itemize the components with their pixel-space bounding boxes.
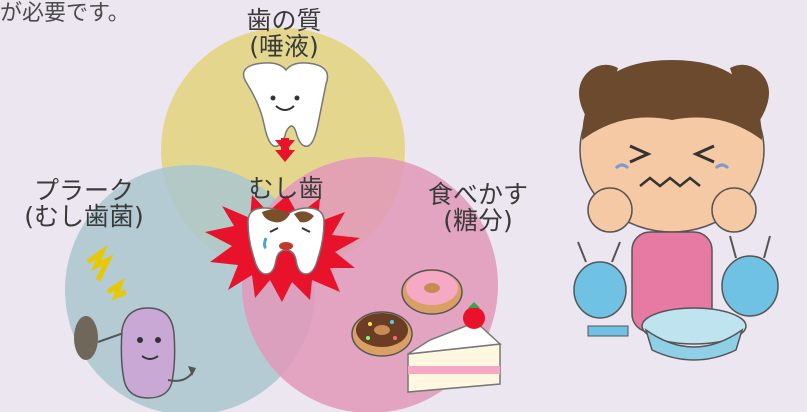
plaque-subtitle: (むし歯菌) bbox=[24, 202, 144, 232]
decayed-tooth-icon bbox=[247, 207, 325, 275]
germ-character-icon bbox=[74, 244, 196, 399]
healthy-tooth-icon bbox=[242, 62, 329, 147]
cavity-label: むし歯 bbox=[248, 174, 324, 203]
teeth-quality-title: 歯の質 bbox=[246, 6, 322, 35]
plaque-label: プラーク (むし歯菌) bbox=[0, 176, 168, 232]
food-debris-label: 食べかす (糖分) bbox=[410, 180, 546, 236]
girl-character-icon bbox=[573, 60, 779, 361]
food-debris-title: 食べかす bbox=[427, 180, 528, 209]
food-debris-subtitle: (糖分) bbox=[443, 206, 513, 236]
chocolate-donut-icon bbox=[351, 311, 413, 357]
cake-icon bbox=[407, 302, 502, 393]
teeth-quality-subtitle: (唾液) bbox=[249, 32, 319, 62]
arrow-icon bbox=[275, 138, 295, 162]
donut-icon bbox=[401, 269, 463, 315]
caption-text: が必要です。 bbox=[0, 1, 130, 26]
teeth-quality-label: 歯の質 (唾液) bbox=[222, 6, 346, 62]
plaque-title: プラーク bbox=[33, 176, 134, 205]
